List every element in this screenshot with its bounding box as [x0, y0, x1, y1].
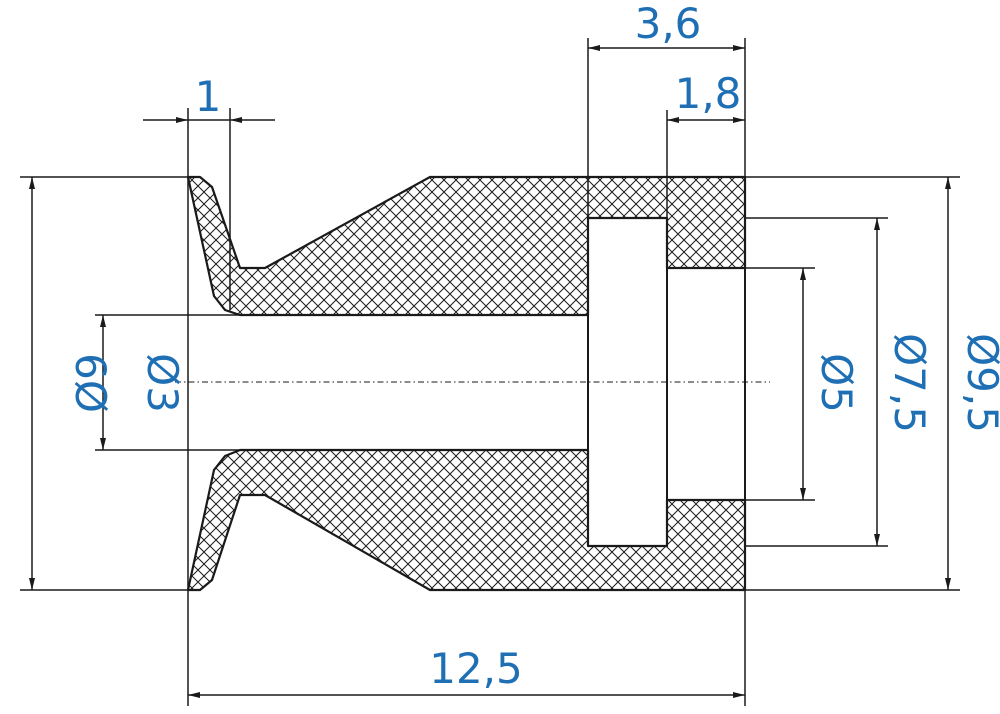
extension-lines [20, 38, 960, 706]
section-upper-half [186, 175, 747, 317]
dim-outer-dia-right: Ø9,5 [958, 333, 1000, 433]
dim-bore-dia: Ø3 [138, 353, 187, 413]
dimension-lines [29, 45, 951, 698]
section-lower-half [186, 448, 747, 592]
dim-outer-dia-left: 6Ø [66, 353, 115, 413]
dim-step-depth: 1,8 [675, 69, 742, 118]
dim-step-dia: Ø5 [812, 353, 861, 413]
dim-lip-thickness: 1 [195, 72, 222, 121]
dim-overall-length: 12,5 [429, 644, 523, 693]
dim-recess-dia: Ø7,5 [885, 333, 934, 433]
dim-recess-depth: 3,6 [635, 0, 702, 48]
